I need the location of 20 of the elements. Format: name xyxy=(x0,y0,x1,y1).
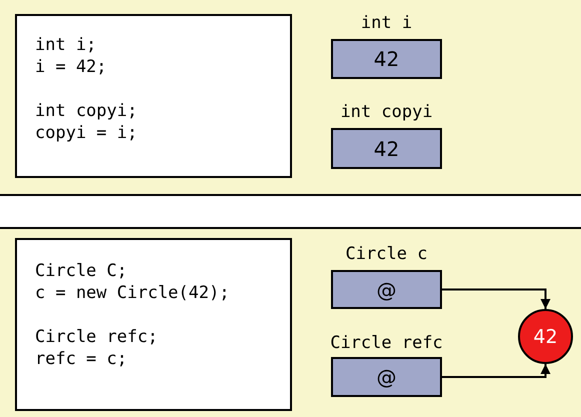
variable-label: Circle c xyxy=(344,244,428,264)
code-line: Circle refc; xyxy=(35,326,158,348)
arrow xyxy=(442,364,550,378)
code-panel xyxy=(15,238,292,411)
code-line: Circle C; xyxy=(35,260,128,282)
code-line: int i; xyxy=(35,34,96,56)
variable-label: Circle refc xyxy=(329,333,444,353)
code-line: c = new Circle(42); xyxy=(35,282,230,304)
variable-box: 42 xyxy=(331,39,442,79)
variable-box: @ xyxy=(331,270,442,309)
code-line: refc = c; xyxy=(35,348,128,370)
code-line: copyi = i; xyxy=(35,122,138,144)
code-line: int copyi; xyxy=(35,100,138,122)
variable-label: int copyi xyxy=(339,102,434,122)
code-panel xyxy=(15,14,292,178)
code-line: i = 42; xyxy=(35,56,107,78)
variable-box: 42 xyxy=(331,128,442,169)
variable-label: int i xyxy=(360,13,414,33)
variable-box: @ xyxy=(331,357,442,397)
arrow xyxy=(442,288,550,309)
